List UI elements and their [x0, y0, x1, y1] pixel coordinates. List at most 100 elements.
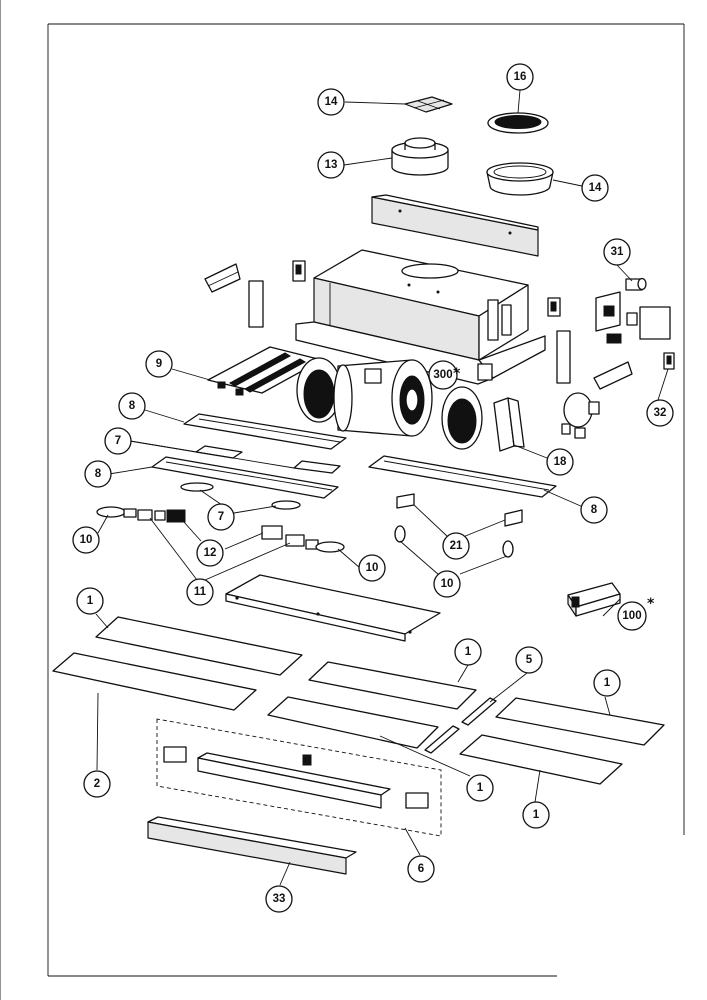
part-1-filter-mid-upper	[308, 661, 477, 710]
callout-label: 8	[95, 468, 102, 480]
callout-label: 7	[115, 435, 121, 447]
part-8-rail-top	[183, 413, 347, 450]
callout-label: 18	[554, 456, 567, 468]
part-13-outlet-collar	[391, 137, 449, 176]
callout-9: 9	[145, 350, 173, 378]
callout-14: 14	[581, 174, 609, 202]
callout-label: 10	[441, 578, 454, 590]
callout-label: 16	[514, 71, 527, 83]
callout-circle	[76, 587, 104, 615]
callout-11: 11	[186, 578, 214, 606]
part-11-socket-right	[285, 534, 305, 547]
callout-label: 14	[325, 96, 338, 108]
callout-circle	[104, 427, 132, 455]
callout-circle	[407, 855, 435, 883]
part-14-cross-bracket	[404, 96, 453, 113]
callout-circle	[317, 88, 345, 116]
callout-circle	[522, 801, 550, 829]
callout-label: 21	[450, 540, 463, 552]
callout-32: 32	[646, 399, 674, 427]
callout-100: 100	[617, 601, 647, 631]
part-10-bulb-right	[305, 539, 345, 553]
callout-label: 8	[129, 400, 136, 412]
callout-circle	[83, 770, 111, 798]
part-12-switch	[166, 509, 283, 540]
callout-300: 300	[428, 360, 458, 390]
callout-label: 11	[194, 586, 207, 598]
part-5-hinges	[424, 697, 497, 754]
callout-2: 2	[83, 770, 111, 798]
callout-21: 21	[442, 532, 470, 560]
callout-circle	[145, 350, 173, 378]
callout-1: 1	[76, 587, 104, 615]
part-8-rail-right	[368, 455, 557, 498]
callout-label: 300	[433, 369, 452, 381]
side-bracket-right	[547, 291, 671, 390]
callout-1: 1	[593, 669, 621, 697]
callout-label: 6	[418, 863, 424, 875]
callout-circle	[196, 539, 224, 567]
part-31-lamp-holder	[625, 277, 647, 291]
callout-circle	[207, 503, 235, 531]
page-frame	[0, 0, 685, 1000]
part-16-backdraft-disc	[487, 112, 549, 134]
callout-label: 1	[604, 677, 611, 689]
callout-5: 5	[515, 646, 543, 674]
callout-circle	[580, 496, 608, 524]
part-11-socket-left	[137, 509, 166, 521]
part-9-control-rails	[207, 346, 323, 396]
callout-label: 1	[533, 809, 540, 821]
part-1-filter-upper-left	[95, 616, 303, 676]
callout-label: 9	[156, 358, 162, 370]
callout-circle	[428, 360, 458, 390]
callout-label: 13	[325, 159, 338, 171]
blower-assembly	[296, 357, 483, 450]
top-bracket	[371, 194, 539, 257]
callout-7: 7	[207, 503, 235, 531]
part-14-collar-ring	[486, 162, 554, 196]
callout-8: 8	[118, 392, 146, 420]
clamp-parts	[561, 392, 600, 439]
callout-7: 7	[104, 427, 132, 455]
callout-13: 13	[317, 151, 345, 179]
part-8-rail-left	[151, 456, 339, 499]
callout-label: 8	[591, 504, 598, 516]
callout-label: 5	[526, 654, 533, 666]
callout-circle	[454, 638, 482, 666]
part-7-strip-a	[195, 445, 341, 474]
callout-circle	[593, 669, 621, 697]
callout-label: 1	[87, 595, 94, 607]
callout-circle	[265, 885, 293, 913]
callout-label: 7	[218, 511, 224, 523]
callout-label: 100	[622, 610, 641, 622]
callout-1: 1	[522, 801, 550, 829]
callout-circle	[506, 63, 534, 91]
part-7-lens	[180, 482, 301, 510]
callout-label: 2	[94, 778, 100, 790]
callout-circle	[617, 601, 647, 631]
callout-16: 16	[506, 63, 534, 91]
callout-circle	[84, 460, 112, 488]
callout-label: 10	[80, 534, 93, 546]
callout-circle	[546, 448, 574, 476]
part-33-front-bar	[147, 816, 357, 875]
callout-1: 1	[454, 638, 482, 666]
callout-circle	[186, 578, 214, 606]
callout-circle	[442, 532, 470, 560]
part-18-duct-piece	[493, 397, 525, 452]
callout-10: 10	[433, 570, 461, 598]
side-bracket-left	[204, 260, 306, 328]
callout-8: 8	[580, 496, 608, 524]
callout-label: 10	[366, 562, 379, 574]
callout-10: 10	[358, 554, 386, 582]
callout-label: 1	[465, 646, 472, 658]
callout-18: 18	[546, 448, 574, 476]
callout-12: 12	[196, 539, 224, 567]
callout-14: 14	[317, 88, 345, 116]
leader-lines	[95, 89, 669, 886]
callout-label: 33	[273, 893, 286, 905]
part-10-bulb-left	[96, 506, 137, 518]
callout-10: 10	[72, 526, 100, 554]
